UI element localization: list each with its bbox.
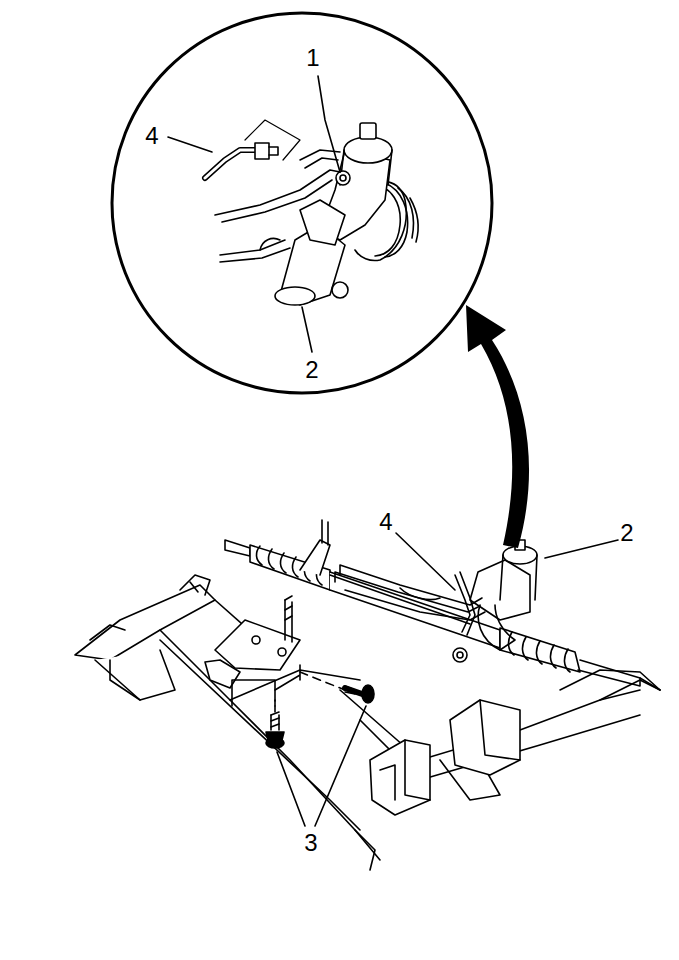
steering-rack xyxy=(225,520,660,690)
callout-wrap: 4 xyxy=(379,510,392,534)
callout-number: 2 xyxy=(620,521,633,545)
callout-wrap: 2 xyxy=(620,521,633,545)
callout-wrap: 3 xyxy=(304,831,317,855)
frame-outline xyxy=(75,575,660,870)
callout-number: 3 xyxy=(304,831,317,855)
callout-number: 2 xyxy=(305,358,318,382)
detail-inset xyxy=(112,13,492,393)
callout-number: 4 xyxy=(145,124,158,148)
mounting-bracket xyxy=(205,596,345,706)
hydraulic-lines xyxy=(335,565,485,635)
callout-wrap: 2 xyxy=(305,358,318,382)
callout-number: 1 xyxy=(306,46,319,70)
detail-arrow xyxy=(466,305,529,548)
callout-number: 4 xyxy=(379,510,392,534)
callout-wrap: 1 xyxy=(306,46,319,70)
bolts xyxy=(266,685,374,748)
callout-wrap: 4 xyxy=(145,124,158,148)
leader-lines xyxy=(277,533,618,826)
